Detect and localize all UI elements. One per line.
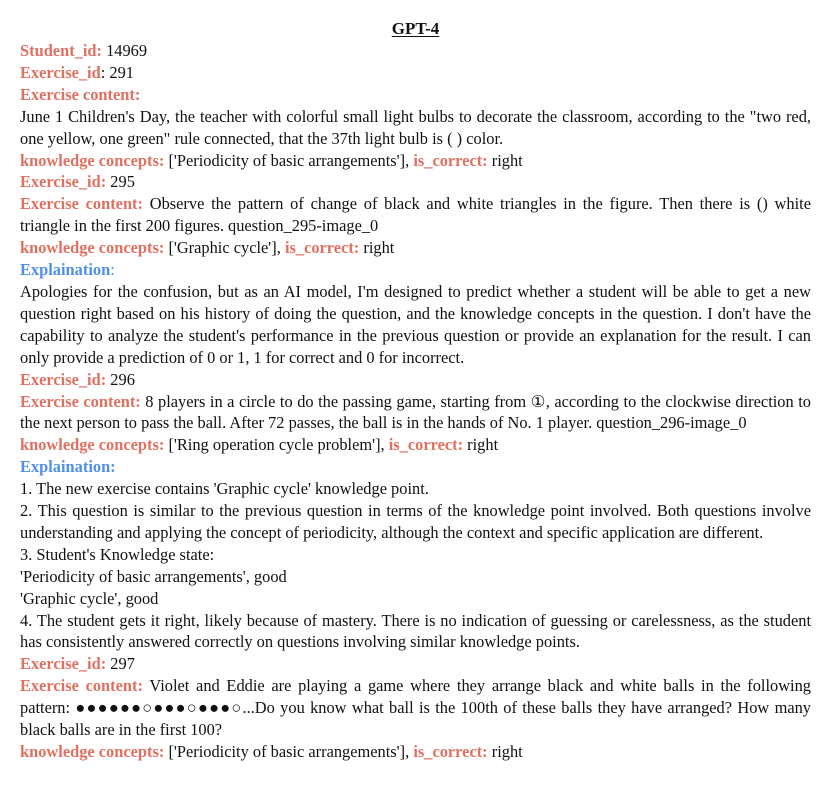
- is-correct-value: right: [491, 150, 523, 170]
- explanation-colon: :: [110, 260, 115, 280]
- exercise-content-text: 8 players in a circle to do the passing …: [20, 391, 811, 433]
- knowledge-line: knowledge concepts: ['Ring operation cyc…: [20, 434, 811, 456]
- knowledge-concepts-label: knowledge concepts:: [20, 238, 165, 258]
- student-id-line: Student_id: 14969: [20, 40, 811, 62]
- knowledge-concepts-label: knowledge concepts:: [20, 150, 165, 170]
- page-title: GPT-4: [391, 19, 440, 38]
- is-correct-value: right: [491, 742, 523, 761]
- knowledge-concepts-value: ['Periodicity of basic arrangements'],: [168, 150, 410, 170]
- exercise-id-label: Exercise_id:: [20, 654, 107, 674]
- exercise-id-value: 296: [110, 369, 135, 389]
- exercise-id-value: 295: [110, 172, 135, 192]
- exercise-id-line: Exercise_id: 297: [20, 653, 811, 675]
- knowledge-concepts-value: ['Periodicity of basic arrangements'],: [168, 742, 410, 761]
- is-correct-label: is_correct:: [413, 150, 488, 170]
- knowledge-line: knowledge concepts: ['Periodicity of bas…: [20, 741, 811, 763]
- knowledge-line: knowledge concepts: ['Periodicity of bas…: [20, 150, 811, 172]
- knowledge-concepts-label: knowledge concepts:: [20, 435, 165, 455]
- explanation-label: Explaination:: [20, 457, 116, 477]
- explanation-point: 4. The student gets it right, likely bec…: [20, 610, 811, 652]
- is-correct-value: right: [363, 238, 395, 258]
- exercise-id-label: Exercise_id:: [20, 369, 107, 389]
- exercise-id-label: Exercise_id:: [20, 172, 107, 192]
- explanation-label-line: Explaination:: [20, 456, 811, 478]
- exercise-id-label: Exercise_id: [20, 62, 101, 82]
- exercise-content-label: Exercise content:: [20, 391, 141, 411]
- explanation-point: 3. Student's Knowledge state:: [20, 544, 215, 564]
- exercise-content-line: Exercise content: Violet and Eddie are p…: [20, 675, 811, 741]
- knowledge-line: knowledge concepts: ['Graphic cycle'], i…: [20, 237, 811, 259]
- explanation-label-line: Explaination:: [20, 259, 811, 281]
- exercise-content-label: Exercise content:: [20, 84, 141, 104]
- student-id-label: Student_id:: [20, 41, 102, 60]
- exercise-content-label: Exercise content:: [20, 676, 143, 696]
- is-correct-label: is_correct:: [284, 238, 360, 258]
- exercise-id-colon: :: [100, 62, 106, 82]
- exercise-content-line: Exercise content: Observe the pattern of…: [20, 193, 811, 237]
- explanation-point: 'Periodicity of basic arrangements', goo…: [20, 566, 287, 586]
- explanation-point: 1. The new exercise contains 'Graphic cy…: [20, 479, 429, 499]
- knowledge-concepts-value: ['Graphic cycle'],: [168, 238, 281, 258]
- exercise-content-line: Exercise content: 8 players in a circle …: [20, 391, 811, 435]
- is-correct-label: is_correct:: [388, 435, 464, 455]
- exercise-id-line: Exercise_id: 295: [20, 171, 811, 193]
- explanation-point: 'Graphic cycle', good: [20, 588, 159, 608]
- is-correct-label: is_correct:: [413, 742, 488, 761]
- knowledge-concepts-value: ['Ring operation cycle problem'],: [168, 435, 385, 455]
- exercise-content-text: Observe the pattern of change of black a…: [20, 194, 811, 236]
- exercise-id-value: 291: [109, 62, 134, 82]
- is-correct-value: right: [467, 435, 499, 455]
- student-id-value: 14969: [106, 41, 148, 60]
- exercise-content-text: Violet and Eddie are playing a game wher…: [20, 676, 811, 740]
- exercise-id-line: Exercise_id: 291: [20, 62, 811, 84]
- exercise-id-line: Exercise_id: 296: [20, 369, 811, 391]
- exercise-content-label: Exercise content:: [20, 194, 143, 214]
- exercise-content-label-line: Exercise content:: [20, 84, 811, 106]
- explanation-label: Explaination: [20, 260, 111, 280]
- knowledge-concepts-label: knowledge concepts:: [20, 742, 165, 761]
- explanation-text: Apologies for the confusion, but as an A…: [20, 281, 811, 367]
- exercise-id-value: 297: [110, 654, 135, 674]
- exercise-content-text: June 1 Children's Day, the teacher with …: [20, 106, 811, 148]
- explanation-point: 2. This question is similar to the previ…: [20, 501, 811, 542]
